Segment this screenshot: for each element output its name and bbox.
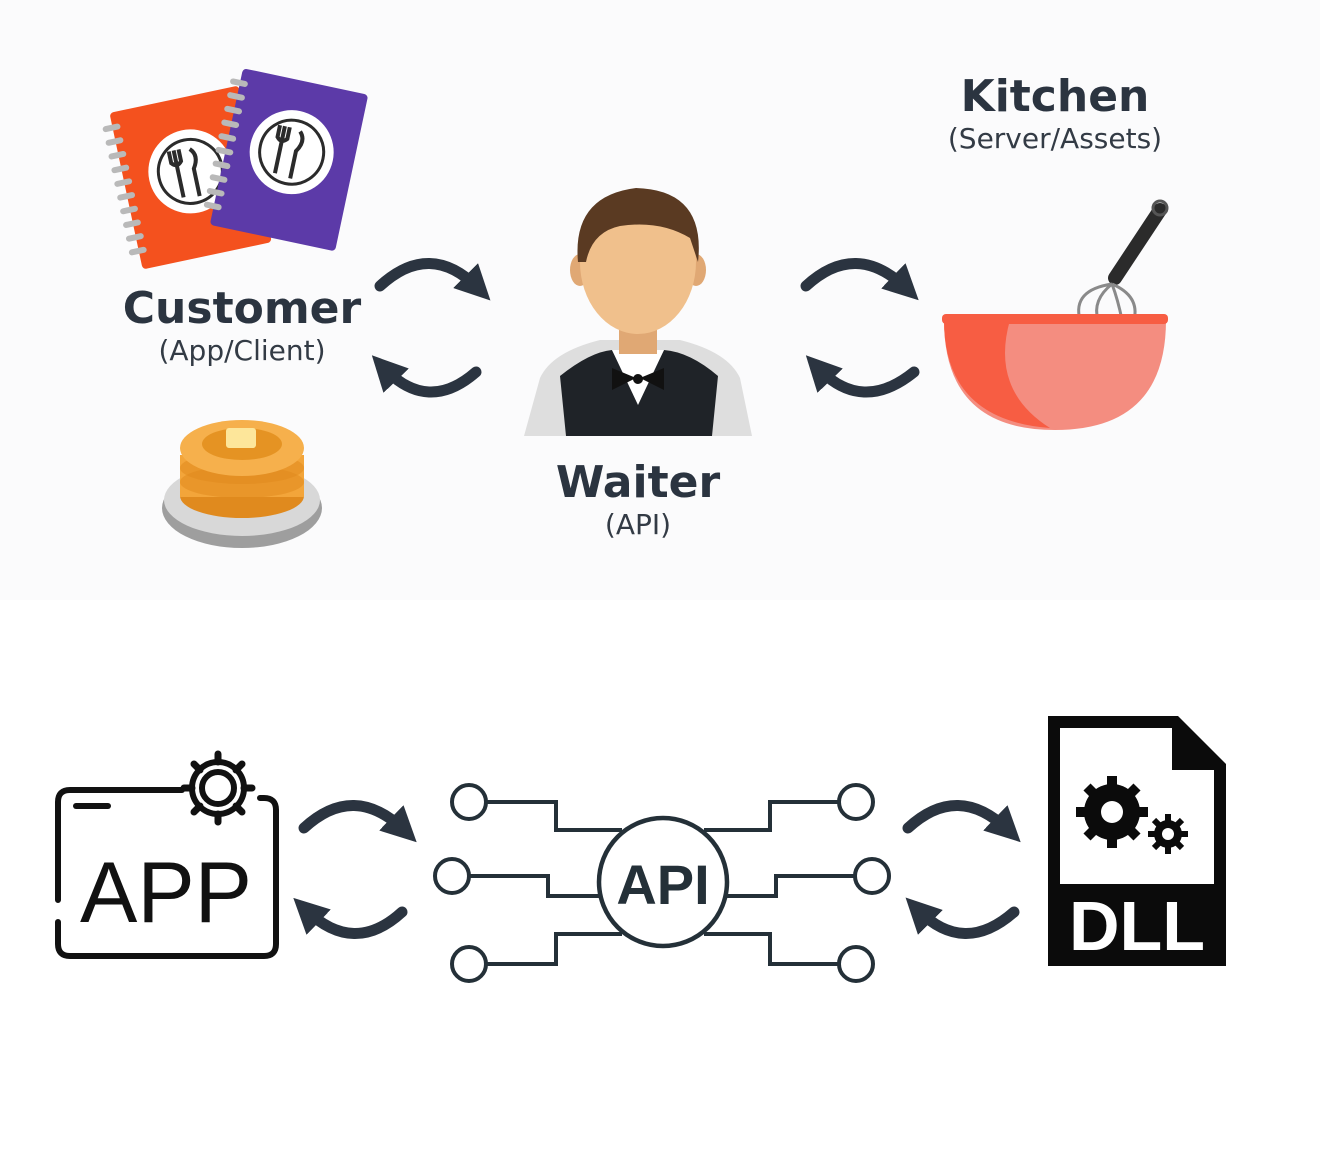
waiter-kitchen-arrows bbox=[800, 258, 920, 398]
kitchen-label: Kitchen (Server/Assets) bbox=[920, 72, 1190, 156]
api-text: API bbox=[616, 853, 709, 916]
waiter-title: Waiter bbox=[555, 457, 721, 508]
pancakes-icon bbox=[162, 420, 322, 548]
dll-file-icon bbox=[1048, 716, 1226, 966]
customer-waiter-arrows bbox=[371, 258, 491, 398]
api-circuit-icon bbox=[433, 783, 891, 983]
app-text: APP bbox=[80, 845, 252, 941]
waiter-label: Waiter (API) bbox=[518, 458, 758, 542]
customer-title: Customer bbox=[122, 283, 362, 334]
waiter-subtitle: (API) bbox=[604, 508, 672, 541]
dll-text: DLL bbox=[1069, 887, 1205, 965]
kitchen-subtitle: (Server/Assets) bbox=[947, 122, 1163, 155]
customer-subtitle: (App/Client) bbox=[158, 334, 326, 367]
app-window-icon bbox=[55, 750, 279, 959]
menu-books-icon bbox=[102, 68, 368, 269]
mixing-bowl-icon bbox=[942, 199, 1169, 430]
app-api-arrows bbox=[293, 800, 417, 939]
waiter-icon bbox=[524, 188, 752, 436]
kitchen-title: Kitchen bbox=[960, 71, 1150, 122]
api-dll-arrows bbox=[902, 800, 1021, 939]
customer-label: Customer (App/Client) bbox=[112, 284, 372, 368]
